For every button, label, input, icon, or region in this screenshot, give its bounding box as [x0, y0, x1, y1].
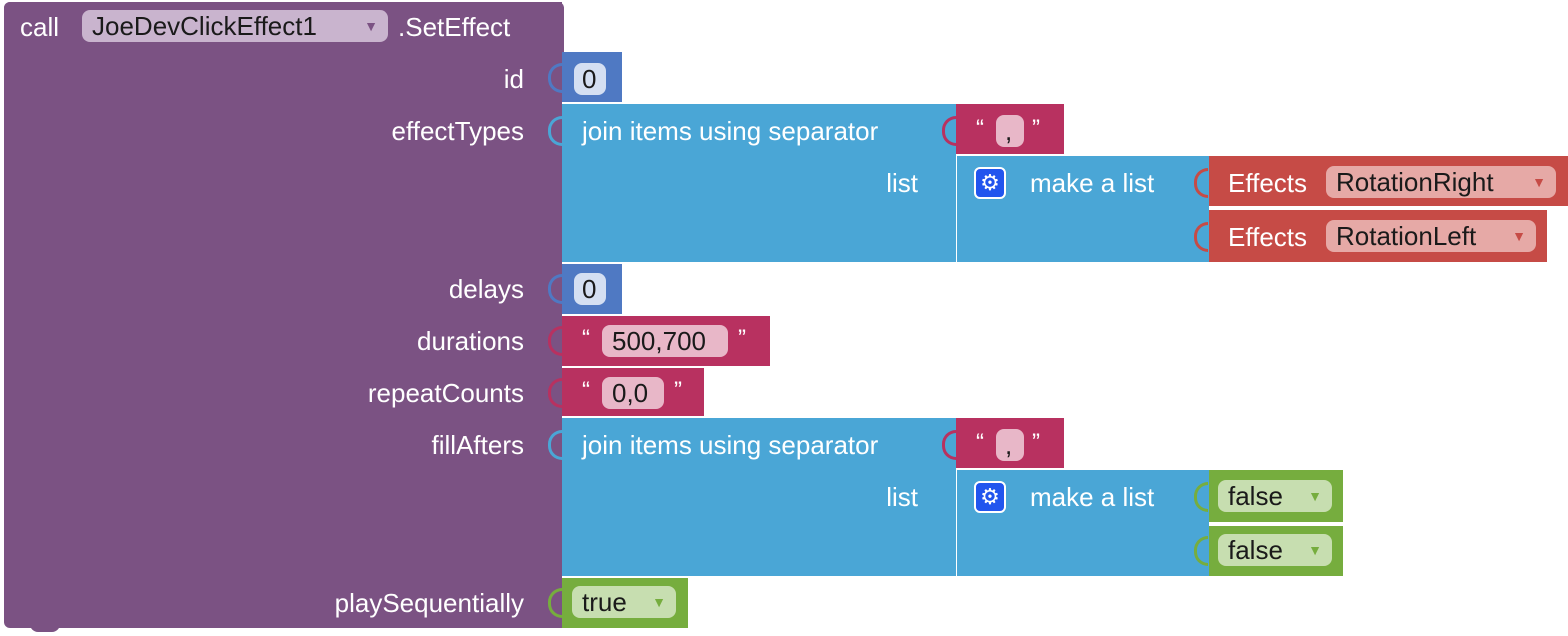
- fillAfters-item-1-socket: [1194, 482, 1208, 512]
- playSequentially-dropdown[interactable]: true ▼: [572, 586, 676, 618]
- effect-item-2-dropdown[interactable]: RotationLeft ▼: [1326, 220, 1536, 252]
- chevron-down-icon: ▼: [652, 594, 666, 610]
- effectTypes-join-label: join items using separator: [582, 116, 879, 146]
- fillAfters-socket: [548, 430, 562, 460]
- effectTypes-make-list-socket: [942, 168, 956, 198]
- repeatCounts-text-field[interactable]: 0,0: [602, 377, 664, 409]
- open-quote-icon: “: [582, 377, 590, 404]
- fillAfters-join-block[interactable]: [562, 418, 956, 576]
- close-quote-icon: ”: [738, 325, 746, 352]
- durations-socket: [548, 326, 562, 356]
- chevron-down-icon: ▼: [364, 18, 378, 34]
- close-quote-icon: ”: [1032, 429, 1040, 456]
- setEffect-call-tab: [30, 620, 60, 632]
- param-label-repeatCounts: repeatCounts: [367, 378, 524, 408]
- param-label-effectTypes: effectTypes: [391, 116, 525, 146]
- effectTypes-separator-socket: [942, 116, 956, 146]
- param-label-fillAfters: fillAfters: [431, 430, 524, 460]
- effect-item-1-value: RotationRight: [1336, 167, 1494, 197]
- id-socket: [548, 63, 562, 93]
- gear-icon[interactable]: ⚙: [974, 481, 1006, 513]
- open-quote-icon: “: [582, 325, 590, 352]
- fillAfters-separator-field[interactable]: ,: [996, 429, 1024, 461]
- fillAfters-item-2-value: false: [1228, 535, 1283, 565]
- effectTypes-separator-field[interactable]: ,: [996, 115, 1024, 147]
- id-number-field[interactable]: 0: [574, 63, 606, 95]
- setEffect-call-block[interactable]: [4, 2, 562, 628]
- component-dropdown[interactable]: JoeDevClickEffect1 ▼: [82, 10, 388, 42]
- repeatCounts-socket: [548, 378, 562, 408]
- open-quote-icon: “: [976, 115, 984, 142]
- effect-item-2-socket: [1194, 222, 1208, 252]
- fillAfters-list-label: list: [886, 482, 918, 512]
- fillAfters-make-list-socket: [942, 482, 956, 512]
- effectTypes-socket: [548, 116, 562, 146]
- call-label: call: [20, 12, 60, 42]
- param-label-id: id: [503, 64, 524, 94]
- effect-item-1-socket: [1194, 168, 1208, 198]
- fillAfters-item-2-dropdown[interactable]: false ▼: [1218, 534, 1332, 566]
- effect-item-1-dropdown[interactable]: RotationRight ▼: [1326, 166, 1556, 198]
- chevron-down-icon: ▼: [1532, 174, 1546, 190]
- param-label-delays: delays: [448, 274, 524, 304]
- playSequentially-socket: [548, 588, 562, 618]
- playSequentially-value: true: [582, 587, 627, 617]
- fillAfters-item-2-socket: [1194, 536, 1208, 566]
- method-label: .SetEffect: [398, 12, 511, 42]
- fillAfters-item-1-dropdown[interactable]: false ▼: [1218, 480, 1332, 512]
- effectTypes-join-block[interactable]: [562, 104, 956, 262]
- effect-item-2-value: RotationLeft: [1336, 221, 1477, 251]
- param-label-playSequentially: playSequentially: [334, 588, 524, 618]
- effectTypes-list-label: list: [886, 168, 918, 198]
- open-quote-icon: “: [976, 429, 984, 456]
- fillAfters-item-1-value: false: [1228, 481, 1283, 511]
- delays-number-field[interactable]: 0: [574, 273, 606, 305]
- effectTypes-make-list-label: make a list: [1030, 168, 1155, 198]
- fillAfters-join-label: join items using separator: [582, 430, 879, 460]
- effect-item-2-label: Effects: [1228, 222, 1308, 252]
- fillAfters-make-list-label: make a list: [1030, 482, 1155, 512]
- component-name: JoeDevClickEffect1: [92, 11, 317, 41]
- fillAfters-separator-socket: [942, 430, 956, 460]
- chevron-down-icon: ▼: [1308, 488, 1322, 504]
- close-quote-icon: ”: [674, 377, 682, 404]
- gear-icon[interactable]: ⚙: [974, 167, 1006, 199]
- delays-socket: [548, 274, 562, 304]
- effect-item-1-label: Effects: [1228, 168, 1308, 198]
- chevron-down-icon: ▼: [1512, 228, 1526, 244]
- durations-text-field[interactable]: 500,700: [602, 325, 728, 357]
- chevron-down-icon: ▼: [1308, 542, 1322, 558]
- param-label-durations: durations: [417, 326, 524, 356]
- close-quote-icon: ”: [1032, 115, 1040, 142]
